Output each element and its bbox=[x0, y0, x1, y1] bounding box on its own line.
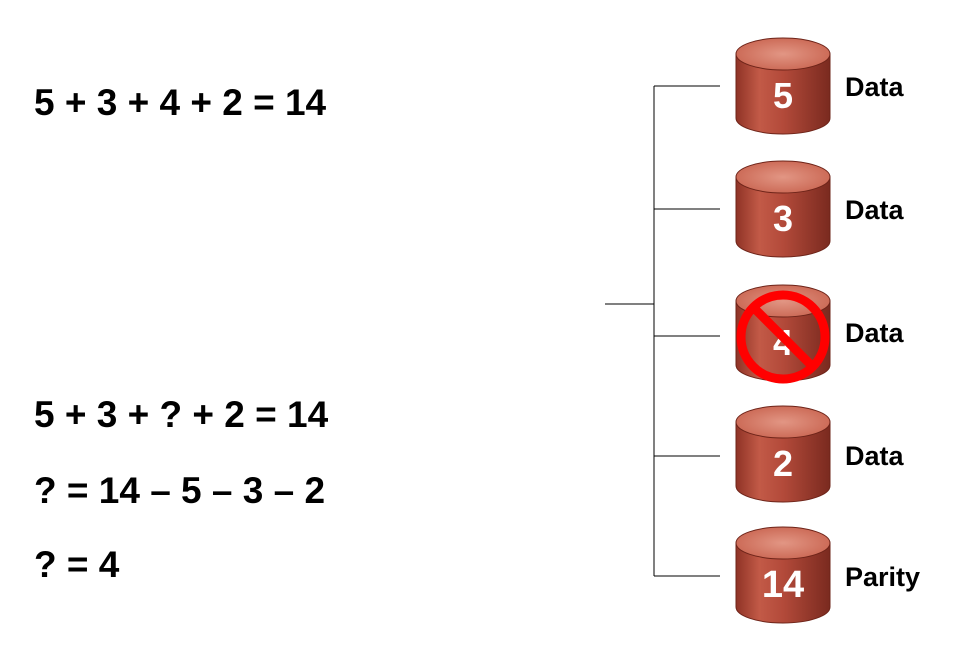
disk-label-5: Parity bbox=[845, 562, 921, 592]
disk-4-value: 2 bbox=[773, 443, 793, 484]
disk-body bbox=[735, 542, 831, 624]
disk-label-2: Data bbox=[845, 195, 904, 225]
disk-body bbox=[735, 53, 831, 135]
disk-top bbox=[735, 405, 831, 439]
equation-original-sum: 5 + 3 + 4 + 2 = 14 bbox=[34, 82, 327, 123]
prohibited-icon bbox=[736, 290, 830, 384]
disk-top bbox=[735, 160, 831, 194]
disk-body bbox=[735, 421, 831, 503]
disk-2-cylinder-disk-icon: 3 bbox=[735, 160, 831, 258]
connector-tree bbox=[605, 85, 720, 577]
disk-top bbox=[735, 37, 831, 71]
equation-result: ? = 4 bbox=[34, 544, 120, 585]
disk-1-cylinder-disk-icon: 5 bbox=[735, 37, 831, 135]
failure-overlay bbox=[736, 290, 830, 384]
disk-5-value: 14 bbox=[762, 564, 804, 606]
disk-label-3: Data bbox=[845, 318, 904, 348]
equation-solve-step: ? = 14 – 5 – 3 – 2 bbox=[34, 470, 326, 511]
disk-label-4: Data bbox=[845, 441, 904, 471]
disk-5-cylinder-disk-icon: 14 bbox=[735, 526, 831, 624]
disk-1-value: 5 bbox=[773, 75, 793, 116]
disk-body bbox=[735, 176, 831, 258]
disk-top bbox=[735, 526, 831, 560]
disk-stack: 534214 bbox=[735, 37, 831, 624]
disk-4-cylinder-disk-icon: 2 bbox=[735, 405, 831, 503]
equation-missing-value: 5 + 3 + ? + 2 = 14 bbox=[34, 394, 329, 435]
disk-2-value: 3 bbox=[773, 198, 793, 239]
disk-label-1: Data bbox=[845, 72, 904, 102]
